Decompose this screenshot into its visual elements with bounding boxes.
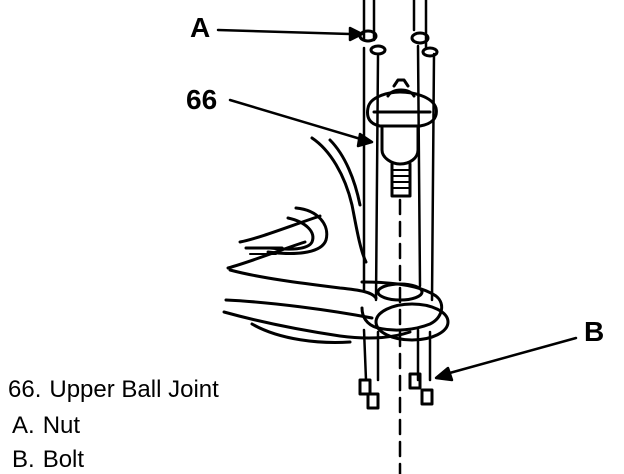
legend-key: 66. bbox=[8, 376, 42, 403]
callout-bolt: B bbox=[584, 316, 605, 347]
legend-label: Upper Ball Joint bbox=[49, 376, 219, 403]
callout-ball-joint: 66 bbox=[186, 84, 218, 115]
bushing bbox=[244, 206, 329, 255]
assembly-lines bbox=[362, 0, 436, 474]
legend-label: Nut bbox=[42, 412, 81, 439]
legend-label: Bolt bbox=[42, 446, 85, 473]
bolt-parts bbox=[358, 372, 434, 410]
legend-item-bolt: B. Bolt bbox=[12, 448, 84, 472]
leader-arrows bbox=[216, 26, 578, 382]
legend-item-ball-joint: 66. Upper Ball Joint bbox=[8, 378, 219, 402]
upper-ball-joint bbox=[366, 78, 438, 302]
control-arm bbox=[222, 136, 450, 344]
legend-key: A. bbox=[12, 412, 35, 439]
legend-item-nut: A. Nut bbox=[12, 414, 80, 438]
legend-key: B. bbox=[12, 446, 35, 473]
callout-nut: A bbox=[190, 12, 211, 43]
